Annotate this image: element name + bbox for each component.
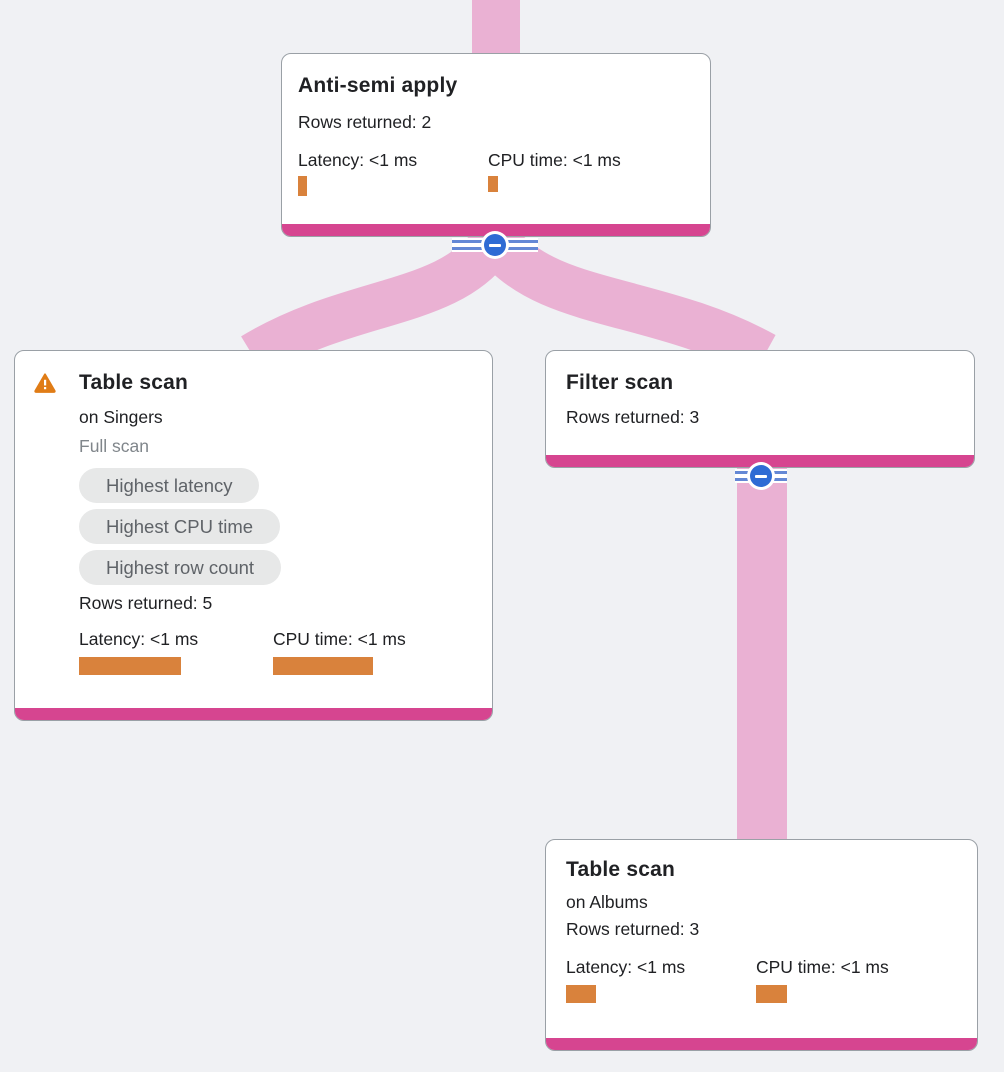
cpu-time-label: CPU time: <1 ms [273,629,406,649]
rows-returned: Rows returned: 2 [298,112,432,132]
cpu-time-bar [488,176,498,192]
chip-highest-latency: Highest latency [79,468,260,503]
chip-highest-cpu-time: Highest CPU time [79,509,281,544]
rows-returned: Rows returned: 3 [566,919,700,939]
warning-icon [34,373,56,393]
node-subtitle: on Albums [566,892,648,912]
node-title: Table scan [79,371,188,394]
card-accent-bar [546,1038,977,1050]
card-accent-bar [15,708,492,720]
collapse-circle [747,462,775,490]
latency-bar [298,176,307,196]
minus-icon [755,474,767,478]
card-accent-bar [546,455,974,467]
node-subtitle: on Singers [79,407,163,427]
card-accent-bar [282,224,710,236]
rows-returned: Rows returned: 3 [566,407,700,427]
node-title: Anti-semi apply [298,74,458,97]
edge-anti-semi-to-table-scan-singers [241,226,515,376]
minus-icon [489,243,501,247]
chip-highest-row-count: Highest row count [79,550,282,585]
edge-into-anti-semi-apply [472,0,520,56]
node-card-table-scan-singers[interactable]: Table scan on Singers Full scan Highest … [14,350,493,721]
node-title: Table scan [566,858,675,881]
latency-bar [566,985,596,1003]
scan-type-label: Full scan [79,436,150,456]
node-title: Filter scan [566,371,674,394]
edge-filter-scan-to-table-scan-albums [737,466,787,842]
cpu-time-label: CPU time: <1 ms [488,150,621,170]
collapse-button-anti-semi-apply[interactable] [452,230,538,260]
collapse-circle [481,231,509,259]
latency-label: Latency: <1 ms [566,957,686,977]
cpu-time-bar [273,657,373,675]
latency-label: Latency: <1 ms [298,150,418,170]
insight-chips: Highest latency Highest CPU time Highest… [79,468,476,585]
latency-bar [79,657,181,675]
rows-returned: Rows returned: 5 [79,593,213,613]
edge-anti-semi-to-filter-scan [475,224,776,378]
node-card-filter-scan[interactable]: Filter scan Rows returned: 3 [545,350,975,468]
cpu-time-bar [756,985,787,1003]
latency-label: Latency: <1 ms [79,629,199,649]
node-card-table-scan-albums[interactable]: Table scan on Albums Rows returned: 3 La… [545,839,978,1051]
collapse-button-filter-scan[interactable] [735,461,787,491]
node-card-anti-semi-apply[interactable]: Anti-semi apply Rows returned: 2 Latency… [281,53,711,237]
cpu-time-label: CPU time: <1 ms [756,957,889,977]
